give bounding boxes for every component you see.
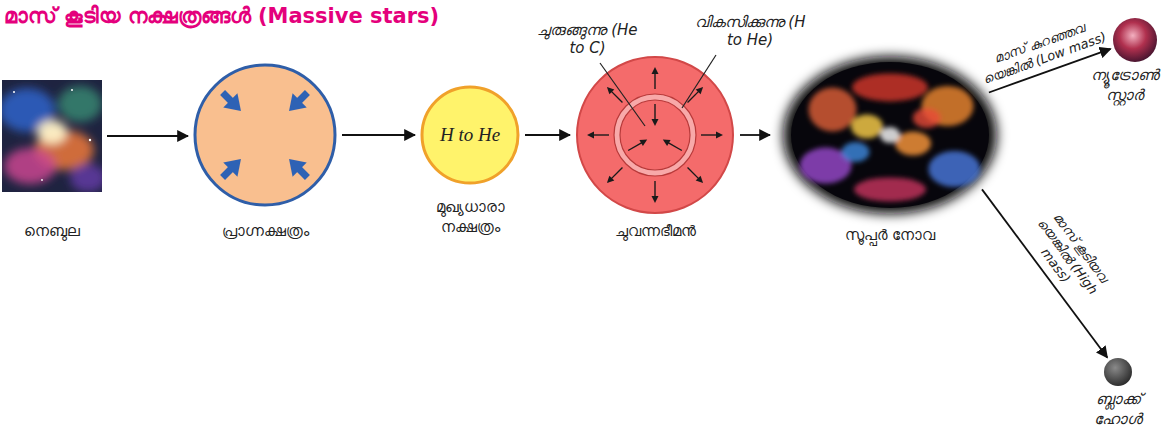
node-caption: ബ്ലാക്ക് ഹോൾ	[1083, 390, 1153, 429]
caption-slot: സൂപ്പർ നോവ	[845, 226, 936, 246]
red-giant-circle: ചുവന്നഭീമൻ	[575, 55, 735, 215]
caption-slot: മുഖ്യധാരാ നക്ഷത്രം	[420, 198, 520, 237]
edge-label-slot: മാസ് കുറഞ്ഞവ യെങ്കിൽ (Low mass)	[976, 14, 1109, 87]
edge-label: മാസ് കൂടിയവ യെങ്കിൽ (High mass)	[1011, 190, 1126, 322]
callout-slot: വികസിക്കുന്നു (H to He)	[690, 13, 810, 51]
main-sequence-circle: H to Heമുഖ്യധാരാ നക്ഷത്രം	[420, 85, 520, 185]
caption-slot: പ്രാഗ്നക്ഷത്രം	[222, 222, 309, 242]
supernova-image-shape	[775, 50, 1005, 220]
black-hole-shape	[1104, 358, 1132, 386]
node-text: H to He	[440, 124, 500, 146]
nebula-image: നെബുല	[2, 80, 102, 192]
black-hole: ബ്ലാക്ക് ഹോൾ	[1104, 358, 1132, 386]
leader-line	[682, 55, 716, 108]
title-slot: മാസ് കൂടിയ നക്ഷത്രങ്ങൾ (Massive stars)	[4, 4, 439, 28]
caption-slot: നെബുല	[24, 222, 80, 242]
callout-label: വികസിക്കുന്നു (H to He)	[690, 13, 810, 51]
neutron-star: ന്യൂട്രോൺ സ്റ്റാർ	[1113, 18, 1157, 62]
diagram-title: മാസ് കൂടിയ നക്ഷത്രങ്ങൾ (Massive stars)	[4, 4, 439, 28]
caption-slot: ന്യൂട്രോൺ സ്റ്റാർ	[1085, 66, 1165, 105]
node-caption: ന്യൂട്രോൺ സ്റ്റാർ	[1085, 66, 1165, 105]
flow-arrow	[525, 134, 570, 136]
supernova-image: സൂപ്പർ നോവ	[775, 50, 1005, 220]
edge-label: മാസ് കുറഞ്ഞവ യെങ്കിൽ (Low mass)	[976, 14, 1109, 87]
node-caption: ചുവന്നഭീമൻ	[615, 222, 696, 242]
edge-label-slot: മാസ് കൂടിയവ യെങ്കിൽ (High mass)	[1011, 190, 1126, 322]
red-giant-circle-shape	[575, 55, 735, 215]
callout-label: ചുരുങ്ങുന്നു (He to C)	[530, 21, 645, 59]
node-caption: മുഖ്യധാരാ നക്ഷത്രം	[420, 198, 520, 237]
protostar-circle-shape	[193, 63, 337, 207]
node-caption: പ്രാഗ്നക്ഷത്രം	[222, 222, 309, 242]
flow-arrow	[740, 134, 770, 136]
flow-arrow	[107, 135, 188, 137]
node-caption: സൂപ്പർ നോവ	[845, 226, 936, 246]
caption-slot: ബ്ലാക്ക് ഹോൾ	[1083, 390, 1153, 429]
flow-arrow	[342, 134, 415, 136]
protostar-circle: പ്രാഗ്നക്ഷത്രം	[193, 63, 337, 207]
nebula-image-shape	[2, 80, 102, 192]
leader-line	[600, 63, 645, 126]
neutron-star-shape	[1113, 18, 1157, 62]
caption-slot: ചുവന്നഭീമൻ	[615, 222, 696, 242]
node-caption: നെബുല	[24, 222, 80, 242]
callout-slot: ചുരുങ്ങുന്നു (He to C)	[530, 21, 645, 59]
